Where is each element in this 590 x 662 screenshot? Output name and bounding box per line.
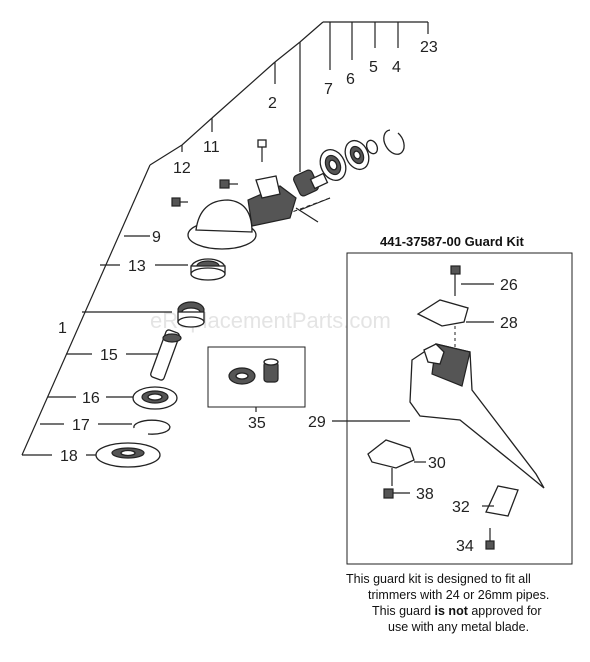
part-washer-5: [365, 139, 379, 155]
part-pinion-gear: [293, 169, 329, 197]
callout-16: 16: [82, 390, 100, 407]
callout-32: 32: [452, 499, 470, 516]
callout-26: 26: [500, 277, 518, 294]
part-bolt-11: [219, 179, 238, 189]
callout-34: 34: [456, 538, 474, 555]
callout-11: 11: [203, 139, 220, 156]
callout-29: 29: [308, 414, 326, 431]
part-shaft-15: [150, 329, 182, 381]
callout-5: 5: [369, 59, 378, 76]
callout-1: 1: [58, 320, 67, 337]
part-gear-collar: [177, 301, 205, 328]
callout-35: 35: [248, 415, 266, 432]
callout-4: 4: [392, 59, 401, 76]
callout-12: 12: [173, 160, 191, 177]
guard-kit-parts: [332, 265, 545, 550]
part-bolt-12: [171, 197, 188, 207]
callout-13: 13: [128, 258, 146, 275]
leader-lines: [21, 21, 429, 456]
part-circlip-4: [383, 129, 405, 155]
part-bearing-13: [190, 258, 226, 281]
part-circlip-17: [133, 419, 171, 435]
callout-15: 15: [100, 347, 118, 364]
kit-title: 441-37587-00 Guard Kit: [380, 234, 524, 249]
part-screw-2: [257, 139, 267, 162]
callout-30: 30: [428, 455, 446, 472]
callout-38: 38: [416, 486, 434, 503]
callout-6: 6: [346, 71, 355, 88]
kit-note-line-3: This guard is not approved for: [372, 604, 542, 618]
callout-17: 17: [72, 417, 90, 434]
callout-9: 9: [152, 229, 161, 246]
callout-28: 28: [500, 315, 518, 332]
part-bearing-16: [132, 386, 178, 410]
part-guard-plate-18: [95, 442, 161, 468]
kit-note-line-4: use with any metal blade.: [388, 620, 529, 634]
callout-2: 2: [268, 95, 277, 112]
callout-23: 23: [420, 39, 438, 56]
kit-note-line-1: This guard kit is designed to fit all: [346, 572, 531, 586]
part-bearing-6: [344, 139, 370, 171]
part-bearing-7: [319, 148, 347, 182]
part-gear-set-35: [207, 346, 306, 412]
guard-kit-box: [346, 252, 573, 565]
kit-note-line-2: trimmers with 24 or 26mm pipes.: [368, 588, 549, 602]
part-gear-case-9: [187, 175, 319, 250]
callout-7: 7: [324, 81, 333, 98]
callout-18: 18: [60, 448, 78, 465]
